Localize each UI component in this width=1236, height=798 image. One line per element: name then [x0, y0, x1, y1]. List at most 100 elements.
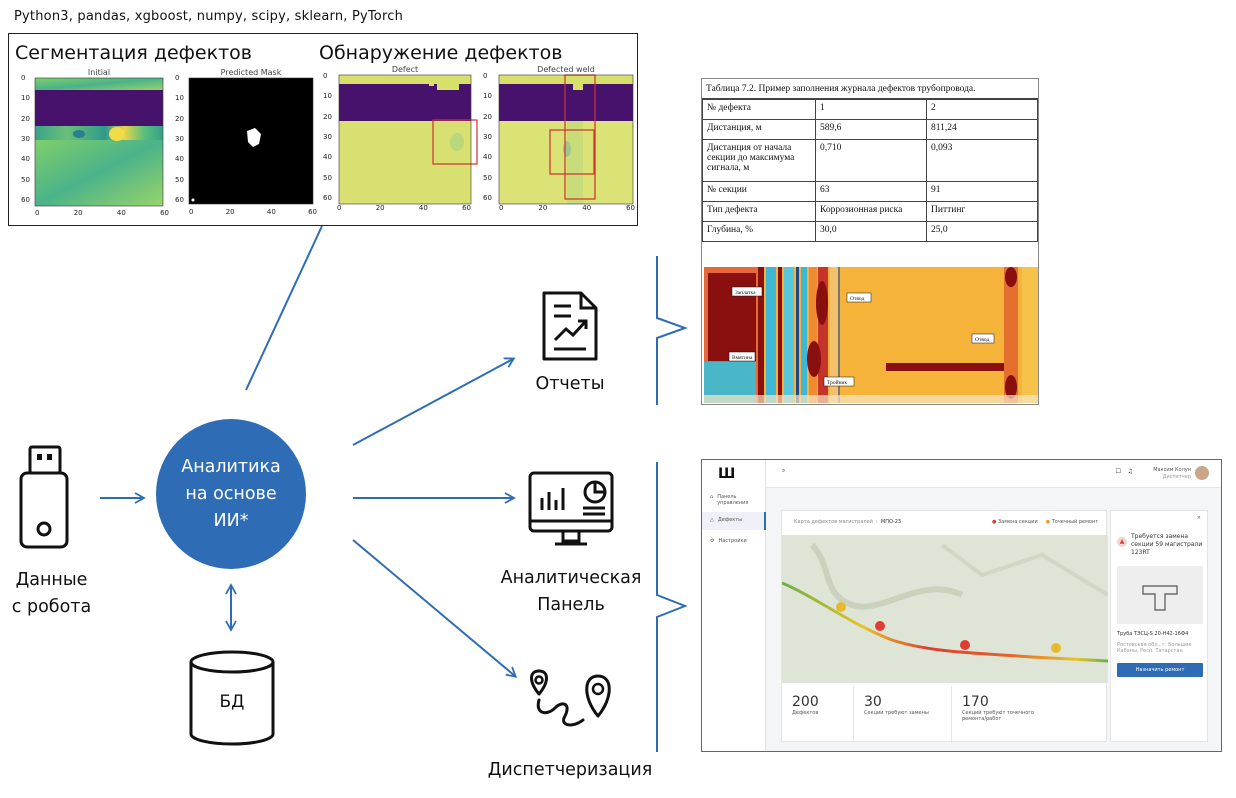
ml-results-panel: Сегментация дефектов Обнаружение дефекто…: [8, 33, 638, 226]
table-row: Дистанция, м 589,6 811,24: [702, 119, 1038, 140]
dashboard-topbar: ⌕ ☐ ♫ Максим Колун Диспетчер: [766, 460, 1221, 488]
defect-log-table: № дефекта 1 2 Дистанция, м 589,6 811,24 …: [702, 99, 1038, 242]
gear-icon: ⚙: [710, 538, 715, 544]
initial-heatmap: [34, 77, 164, 207]
table-cell: № дефекта: [702, 99, 816, 120]
map-legend: ● Замена секции ● Точечный ремонт: [992, 519, 1099, 525]
table-cell: Глубина, %: [702, 221, 816, 242]
home-icon: ⌂: [710, 494, 714, 500]
table-row: № секции 63 91: [702, 181, 1038, 202]
bell-icon[interactable]: ♫: [1127, 468, 1133, 475]
table-cell: 1: [815, 99, 927, 120]
data-source-label: Данные с робота: [11, 570, 92, 617]
ai-analytics-node: Аналитика на основе ИИ*: [156, 419, 306, 569]
avatar[interactable]: [1195, 466, 1209, 480]
arrow-to-dispatch: [352, 539, 518, 678]
weld-heatmap: [498, 74, 634, 205]
table-cell: 0,093: [926, 139, 1038, 182]
defect-info-card: × ▲ Требуется замена секции 59 магистрал…: [1110, 510, 1208, 742]
nav-settings[interactable]: ⚙Настройки: [710, 538, 747, 544]
alert-text: Требуется замена секции 59 магистрали 12…: [1131, 533, 1203, 556]
dashboard-screenshot: Ш ⌂Панель управления △Дефекты ⚙Настройки…: [701, 459, 1222, 752]
table-cell: Коррозионная риска: [815, 201, 927, 222]
arrow-to-reports: [352, 357, 516, 446]
location-text: Ростовская обл., г. Большие Кабаны, Респ…: [1117, 642, 1192, 654]
table-cell: 63: [815, 181, 927, 202]
nav-dashboard[interactable]: ⌂Панель управления: [710, 494, 749, 506]
dispatch-label: Диспетчеризация: [487, 760, 653, 780]
segmentation-title: Сегментация дефектов: [15, 42, 252, 64]
tech-stack-label: Python3, pandas, xgboost, numpy, scipy, …: [14, 9, 404, 24]
detection-title: Обнаружение дефектов: [319, 42, 563, 64]
alert-icon: ▲: [1117, 537, 1127, 547]
breadcrumb: Карта дефектов магистралей›МПО-23: [794, 519, 902, 525]
table-row: Глубина, % 30,0 25,0: [702, 221, 1038, 242]
stats-row: 200 Дефектов 30 Секции требуют замены 17…: [782, 686, 1108, 743]
defect-report-panel: Таблица 7.2. Пример заполнения журнала д…: [701, 78, 1039, 405]
scan-label-1: Отвод: [850, 296, 865, 302]
scan-label-4: Тройник: [827, 379, 847, 386]
scan-label-3: Вмятина: [732, 355, 753, 361]
table-cell: 811,24: [926, 119, 1038, 140]
table-cell: Питтинг: [926, 201, 1038, 222]
table-row: Тип дефекта Коррозионная риска Питтинг: [702, 201, 1038, 222]
pipe-tee-icon: [1117, 566, 1203, 624]
user-role: Диспетчер: [1162, 474, 1191, 480]
stat-defects: 200 Дефектов: [782, 686, 854, 743]
ai-analytics-label: Аналитика на основе ИИ*: [181, 456, 281, 531]
nav-defects[interactable]: △Дефекты: [702, 512, 766, 530]
database-label: БД: [219, 692, 245, 712]
warning-icon: △: [710, 517, 714, 523]
pipeline-map[interactable]: [782, 535, 1108, 683]
table-row: № дефекта 1 2: [702, 99, 1038, 120]
table-cell: Тип дефекта: [702, 201, 816, 222]
pipe-scan-heatmap: Заплатка Отвод Отвод Вмятина Тройник: [704, 267, 1038, 403]
table-cell: Дистанция, м: [702, 119, 816, 140]
assign-repair-button[interactable]: Назначить ремонт: [1117, 663, 1203, 677]
pipe-name: Труба ТЭСЦ-S 20-Н42-16Ф4: [1117, 631, 1189, 637]
analytics-panel-label: Аналитическая Панель: [500, 568, 642, 615]
reports-label: Отчеты: [535, 374, 605, 394]
plot-title-defect: Defect: [391, 65, 419, 74]
scan-label-2: Отвод: [975, 337, 990, 343]
chat-icon[interactable]: ☐: [1115, 468, 1121, 475]
map-pin-icon[interactable]: [960, 640, 970, 650]
table-cell: 0,710: [815, 139, 927, 182]
map-pin-icon[interactable]: [1051, 643, 1061, 653]
report-caption: Таблица 7.2. Пример заполнения журнала д…: [702, 79, 1038, 99]
database-icon: [189, 650, 275, 746]
table-row: Дистанция от начала секции до максимума …: [702, 139, 1038, 182]
usb-drive-icon: [19, 445, 69, 549]
plot-title-mask: Predicted Mask: [220, 68, 282, 77]
analytics-monitor-icon: [528, 471, 614, 546]
map-pin-icon[interactable]: [875, 621, 885, 631]
close-icon[interactable]: ×: [1196, 515, 1201, 521]
table-cell: 25,0: [926, 221, 1038, 242]
ml-link-line: [245, 225, 323, 391]
plot-title-initial: Initial: [87, 68, 111, 77]
mask-image: [188, 77, 314, 205]
route-pins-icon: [530, 669, 611, 727]
stat-repair: 170 Секций требуют точечного ремонта/раб…: [962, 694, 1034, 722]
dashboard-sidebar: Ш ⌂Панель управления △Дефекты ⚙Настройки: [702, 460, 766, 751]
scan-label-0: Заплатка: [735, 290, 756, 296]
table-cell: Дистанция от начала секции до максимума …: [702, 139, 816, 182]
plot-title-weld: Defected weld: [537, 65, 595, 74]
bracket-reports: [656, 256, 688, 405]
table-cell: 91: [926, 181, 1038, 202]
report-chart-icon: [542, 291, 598, 361]
table-cell: № секции: [702, 181, 816, 202]
bracket-dashboard: [656, 462, 688, 752]
table-cell: 2: [926, 99, 1038, 120]
brand-logo-icon: Ш: [718, 466, 735, 482]
map-pin-icon[interactable]: [836, 602, 846, 612]
search-icon[interactable]: ⌕: [782, 467, 786, 474]
